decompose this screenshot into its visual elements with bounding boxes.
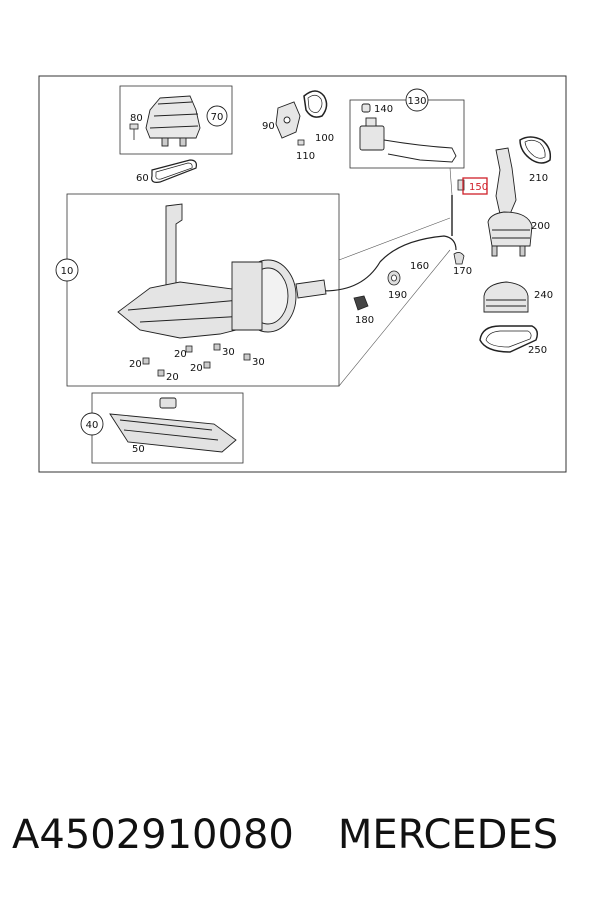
label-90: 90: [262, 121, 275, 132]
caption: A4502910080 MERCEDES: [12, 800, 592, 870]
label-20b: 20: [129, 359, 142, 370]
label-190: 190: [388, 290, 407, 301]
svg-text:10: 10: [61, 266, 74, 277]
label-140: 140: [374, 104, 393, 115]
label-170: 170: [453, 266, 472, 277]
gear-lever-icon: [487, 147, 533, 257]
label-50: 50: [132, 444, 145, 455]
screw-icon: [129, 123, 139, 140]
label-200: 200: [531, 221, 550, 232]
bracket-icon: [275, 101, 301, 139]
svg-text:130: 130: [407, 96, 426, 107]
frame-250-icon: [479, 325, 539, 353]
parts-diagram: 70 130 10 40 80 60 90 100 110 140 150 21…: [38, 75, 567, 473]
part-number: A4502910080: [12, 812, 294, 858]
grommet-190-icon: [387, 270, 401, 286]
label-60: 60: [136, 173, 149, 184]
label-20d: 20: [166, 372, 179, 383]
clip-180-icon: [353, 295, 369, 311]
switch-assembly-icon: [359, 103, 457, 163]
label-20a: 20: [174, 349, 187, 360]
shift-boot-icon: [145, 95, 201, 147]
trim-ring-icon: [519, 136, 552, 164]
label-20c: 20: [190, 363, 203, 374]
selector-assembly-icon: [117, 203, 327, 339]
label-210: 210: [529, 173, 548, 184]
cable-160-icon: [309, 235, 457, 292]
svg-text:70: 70: [211, 112, 224, 123]
screw-set-icon: [142, 343, 251, 377]
boot-240-icon: [483, 281, 529, 313]
group-box-70: [119, 85, 233, 155]
part-150-icon: [457, 179, 465, 191]
label-30b: 30: [252, 357, 265, 368]
label-110: 110: [296, 151, 315, 162]
label-100: 100: [315, 133, 334, 144]
frame-ring-icon: [151, 159, 197, 183]
callout-10: 10: [55, 258, 79, 282]
highlight-box-150: [462, 177, 488, 195]
label-240: 240: [534, 290, 553, 301]
label-180: 180: [355, 315, 374, 326]
label-30a: 30: [222, 347, 235, 358]
clip-170-icon: [453, 252, 465, 265]
label-150: 150: [469, 182, 488, 193]
label-160: 160: [410, 261, 429, 272]
label-80: 80: [130, 113, 143, 124]
brand-name: MERCEDES: [337, 812, 559, 858]
seal-ring-icon: [303, 90, 328, 118]
housing-icon: [109, 397, 237, 453]
callout-40: 40: [80, 412, 104, 436]
svg-text:40: 40: [86, 420, 99, 431]
callout-130: 130: [405, 88, 429, 112]
small-screw-icon: [297, 139, 305, 146]
callout-70: 70: [206, 105, 228, 127]
label-250: 250: [528, 345, 547, 356]
leader-lines: [338, 167, 453, 387]
diagram-frame: [38, 75, 567, 473]
